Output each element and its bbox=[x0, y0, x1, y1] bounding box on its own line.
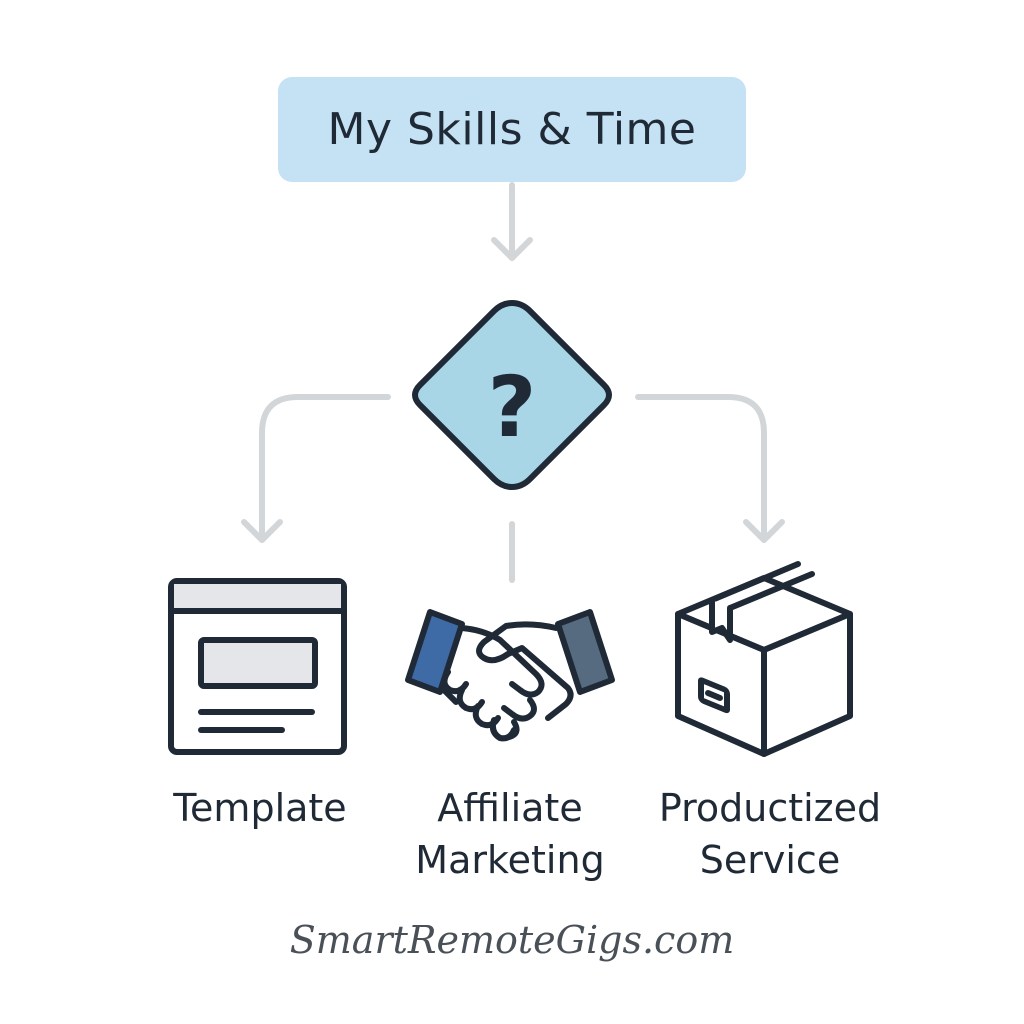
option-affiliate-label: Affiliate Marketing bbox=[380, 782, 640, 886]
option-label-line: Service bbox=[699, 838, 841, 882]
option-label-line: Marketing bbox=[415, 838, 605, 882]
option-template-label: Template bbox=[140, 782, 380, 834]
question-mark-icon: ? bbox=[488, 358, 537, 456]
brand-footer: SmartRemoteGigs.com bbox=[0, 918, 1024, 962]
option-productized-label: Productized Service bbox=[630, 782, 910, 886]
arrow-top-to-decision bbox=[491, 182, 533, 261]
option-label-line: Affiliate bbox=[437, 786, 583, 830]
option-label-line: Template bbox=[173, 786, 347, 830]
brand-text: SmartRemoteGigs.com bbox=[289, 918, 735, 962]
handshake-icon bbox=[405, 609, 615, 742]
browser-window-icon bbox=[168, 578, 347, 755]
option-label-line: Productized bbox=[658, 786, 882, 830]
decision-diamond: ? bbox=[412, 300, 612, 490]
arrow-decision-to-productized bbox=[635, 394, 785, 543]
box-icon bbox=[675, 561, 853, 757]
skills-time-label: My Skills & Time bbox=[327, 104, 697, 155]
arrow-decision-to-template bbox=[241, 394, 391, 543]
skills-time-node: My Skills & Time bbox=[278, 77, 746, 182]
